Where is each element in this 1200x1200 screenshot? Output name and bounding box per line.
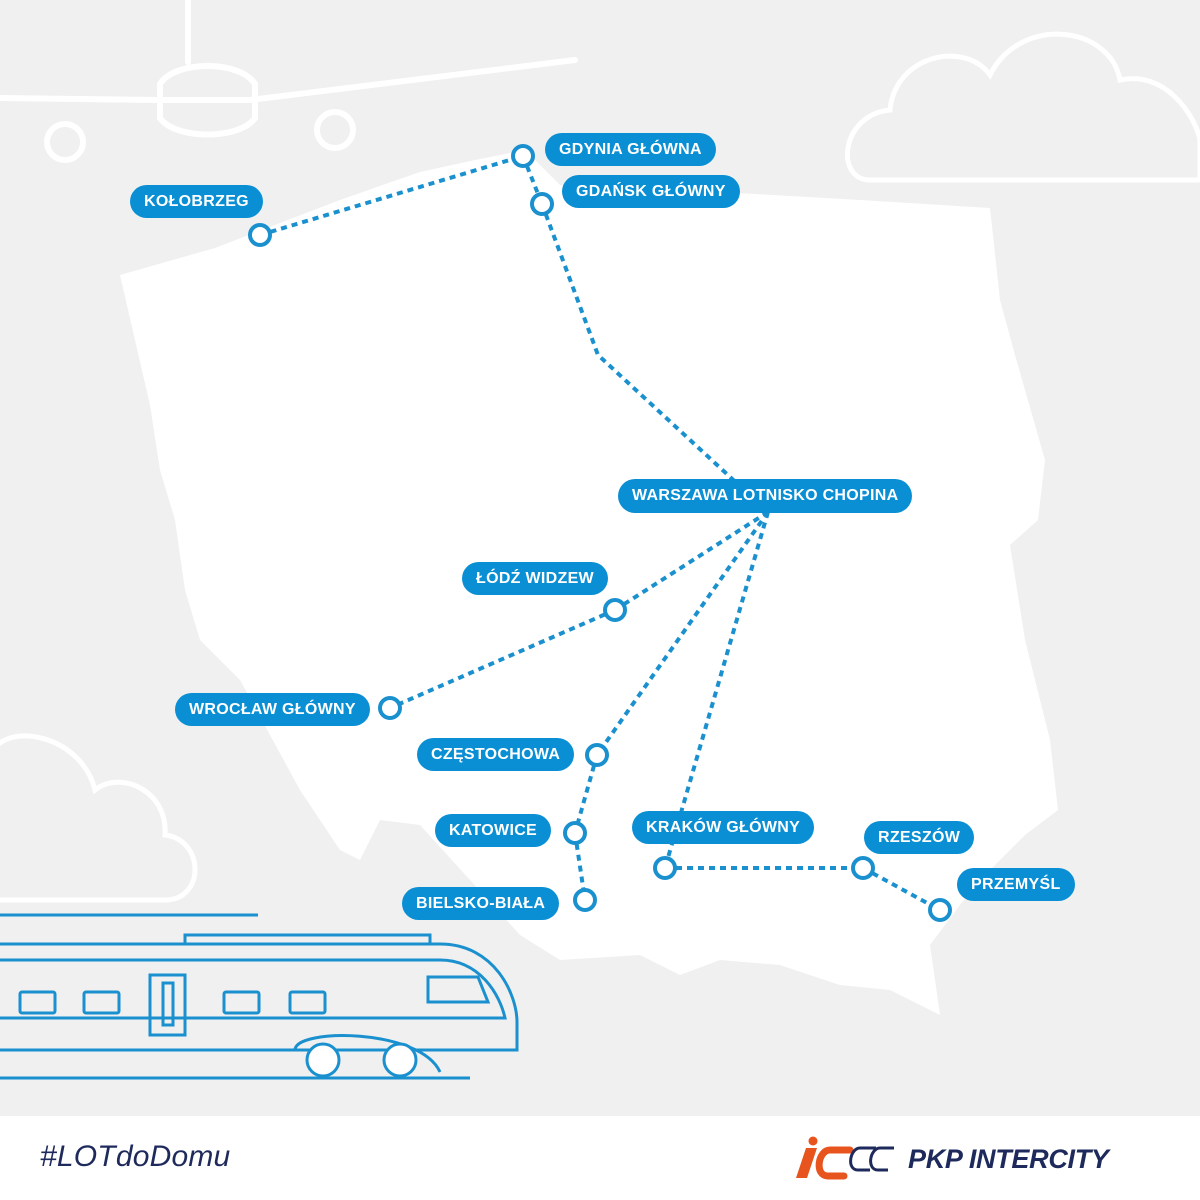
station-marker-krakow — [653, 856, 677, 880]
station-marker-gdansk — [530, 192, 554, 216]
station-label-przemysl: PRZEMYŚL — [957, 868, 1075, 901]
route-lines — [259, 154, 941, 912]
station-marker-wroclaw — [378, 696, 402, 720]
station-label-bielsko: BIELSKO-BIAŁA — [402, 887, 560, 920]
map-svg — [0, 0, 1200, 1080]
route-segment — [862, 866, 941, 912]
route-segment — [663, 511, 770, 869]
station-label-lodz: ŁÓDŹ WIDZEW — [462, 562, 608, 595]
station-label-krakow: KRAKÓW GŁÓWNY — [632, 811, 815, 844]
station-marker-gdynia — [511, 144, 535, 168]
airplane-icon — [0, 0, 578, 163]
hashtag-text: #LOTdoDomu — [40, 1140, 231, 1173]
station-marker-przemysl — [928, 898, 952, 922]
ic-logo-icon — [796, 1136, 894, 1180]
station-label-wroclaw: WROCŁAW GŁÓWNY — [175, 693, 370, 726]
footer-bar — [0, 1116, 1200, 1200]
station-marker-czestochowa — [585, 743, 609, 767]
brand-name: PKP INTERCITY — [908, 1143, 1109, 1174]
station-marker-bielsko — [573, 888, 597, 912]
station-label-gdynia: GDYNIA GŁÓWNA — [545, 133, 716, 166]
station-label-czestochowa: CZĘSTOCHOWA — [417, 738, 575, 771]
station-marker-lodz — [603, 598, 627, 622]
brand-logo: PKP INTERCITY — [790, 1136, 1109, 1182]
station-marker-kolobrzeg — [248, 223, 272, 247]
station-label-katowice: KATOWICE — [435, 814, 552, 847]
station-label-gdansk: GDAŃSK GŁÓWNY — [562, 175, 740, 208]
route-segment — [521, 155, 544, 205]
cloud-right — [845, 31, 1200, 183]
route-segment — [389, 608, 616, 710]
map-canvas: KOŁOBRZEG GDYNIA GŁÓWNA GDAŃSK GŁÓWNY WARSZ… — [0, 0, 1200, 1080]
route-segment — [259, 154, 524, 237]
station-label-rzeszow: RZESZÓW — [864, 821, 975, 854]
route-segment — [573, 754, 599, 834]
cloud-left — [0, 733, 198, 903]
route-segment — [613, 510, 770, 612]
station-markers — [248, 144, 952, 922]
station-label-warszawa: WARSZAWA LOTNISKO CHOPINA — [618, 479, 913, 513]
station-label-kolobrzeg: KOŁOBRZEG — [130, 185, 263, 218]
station-marker-rzeszow — [851, 856, 875, 880]
station-marker-katowice — [563, 821, 587, 845]
route-segment — [595, 510, 770, 757]
train-icon — [0, 913, 519, 1080]
